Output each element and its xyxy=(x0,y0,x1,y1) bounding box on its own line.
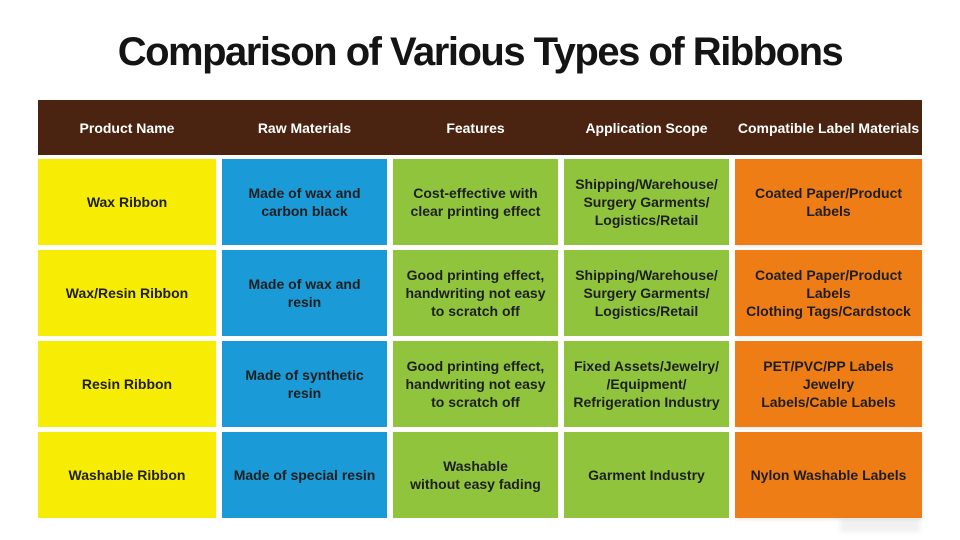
cell-resin-ribbon-name: Resin Ribbon xyxy=(38,341,216,427)
cell-wax-resin-ribbon-name: Wax/Resin Ribbon xyxy=(38,250,216,336)
cell-washable-ribbon-materials: Made of special resin xyxy=(222,432,387,518)
ribbon-comparison-table: Product Name Raw Materials Features Appl… xyxy=(38,100,922,518)
watermark xyxy=(840,518,920,532)
cell-wax-resin-ribbon-labels: Coated Paper/Product Labels Clothing Tag… xyxy=(735,250,922,336)
cell-wax-ribbon-labels: Coated Paper/Product Labels xyxy=(735,159,922,245)
cell-wax-ribbon-scope: Shipping/Warehouse/ Surgery Garments/ Lo… xyxy=(564,159,729,245)
cell-washable-ribbon-scope: Garment Industry xyxy=(564,432,729,518)
column-header-features: Features xyxy=(446,119,505,136)
cell-resin-ribbon-materials: Made of synthetic resin xyxy=(222,341,387,427)
column-header-compatible-label-materials: Compatible Label Materials xyxy=(737,119,920,136)
cell-wax-resin-ribbon-scope: Shipping/Warehouse/ Surgery Garments/ Lo… xyxy=(564,250,729,336)
cell-washable-ribbon-features: Washable without easy fading xyxy=(393,432,558,518)
cell-resin-ribbon-features: Good printing effect, handwriting not ea… xyxy=(393,341,558,427)
cell-wax-ribbon-name: Wax Ribbon xyxy=(38,159,216,245)
cell-wax-ribbon-features: Cost-effective with clear printing effec… xyxy=(393,159,558,245)
cell-resin-ribbon-scope: Fixed Assets/Jewelry/ /Equipment/ Refrig… xyxy=(564,341,729,427)
column-header-product-name: Product Name xyxy=(79,119,175,136)
cell-wax-resin-ribbon-features: Good printing effect, handwriting not ea… xyxy=(393,250,558,336)
cell-wax-ribbon-materials: Made of wax and carbon black xyxy=(222,159,387,245)
cell-washable-ribbon-labels: Nylon Washable Labels xyxy=(735,432,922,518)
page-title: Comparison of Various Types of Ribbons xyxy=(117,30,844,74)
table-body: Wax Ribbon Made of wax and carbon black … xyxy=(38,159,922,518)
column-header-raw-materials: Raw Materials xyxy=(257,119,352,136)
cell-resin-ribbon-labels: PET/PVC/PP Labels Jewelry Labels/Cable L… xyxy=(735,341,922,427)
column-header-application-scope: Application Scope xyxy=(585,119,708,136)
cell-wax-resin-ribbon-materials: Made of wax and resin xyxy=(222,250,387,336)
cell-washable-ribbon-name: Washable Ribbon xyxy=(38,432,216,518)
table-header-row: Product Name Raw Materials Features Appl… xyxy=(38,100,922,155)
